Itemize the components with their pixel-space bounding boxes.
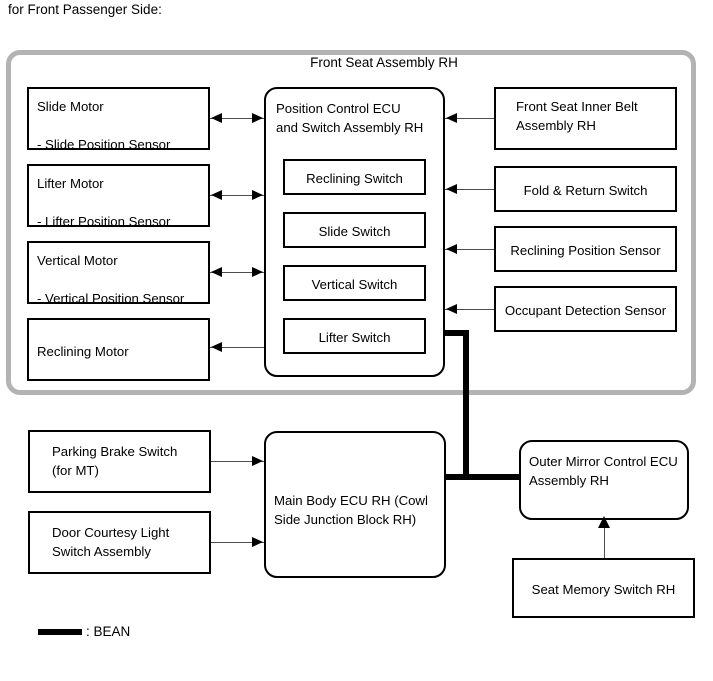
reclining-motor-label: Reclining Motor [37, 344, 129, 359]
front-seat-assembly-group [6, 50, 696, 395]
slide-switch-label: Slide Switch [318, 224, 391, 239]
connector-vertical-motor [210, 272, 264, 273]
arrowhead-reclining-motor-left [211, 342, 222, 352]
arrowhead-slide-motor-left [211, 113, 222, 123]
lifter-switch-label: Lifter Switch [318, 330, 391, 345]
front-seat-inner-belt-assembly-rh-label: Front Seat Inner Belt Assembly RH [516, 99, 638, 133]
seat-memory-switch-box: Seat Memory Switch RH [512, 558, 695, 618]
reclining-switch-box: Reclining Switch [283, 159, 426, 195]
arrowhead-slide-motor-right [252, 113, 263, 123]
slide-motor-label: Slide Motor - Slide Position Sensor [37, 99, 171, 152]
fold-and-return-switch-label: Fold & Return Switch [523, 183, 648, 198]
legend-bean-line [38, 629, 82, 635]
lifter-switch-box: Lifter Switch [283, 318, 426, 354]
slide-switch-box: Slide Switch [283, 212, 426, 248]
arrowhead-lifter-motor-right [252, 190, 263, 200]
reclining-switch-label: Reclining Switch [306, 171, 403, 186]
connector-parking-brake-switch [211, 461, 264, 462]
front-seat-assembly-group-title: Front Seat Assembly RH [280, 55, 488, 70]
reclining-motor-box: Reclining Motor [27, 318, 210, 381]
occupant-detection-sensor-label: Occupant Detection Sensor [504, 303, 667, 318]
parking-brake-switch-label: Parking Brake Switch (for MT) [52, 444, 178, 478]
vertical-motor-label: Vertical Motor - Vertical Position Senso… [37, 253, 185, 306]
bean-bus-trunk [463, 330, 469, 480]
arrowhead-fold-and-return-switch [446, 184, 457, 194]
door-courtesy-light-switch-assembly-label: Door Courtesy Light Switch Assembly [52, 525, 170, 559]
occupant-detection-sensor-box: Occupant Detection Sensor [494, 286, 677, 332]
parking-brake-switch-box: Parking Brake Switch (for MT) [28, 430, 211, 493]
front-seat-inner-belt-assembly-rh-box: Front Seat Inner Belt Assembly RH [494, 87, 677, 150]
arrowhead-seat-memory-switch [598, 516, 610, 528]
vertical-motor-box: Vertical Motor - Vertical Position Senso… [27, 241, 210, 306]
arrowhead-lifter-motor-left [211, 190, 222, 200]
arrowhead-vertical-motor-right [252, 267, 263, 277]
diagram-caption: for Front Passenger Side: [8, 2, 162, 17]
connector-reclining-motor [210, 347, 264, 348]
vertical-switch-label: Vertical Switch [311, 277, 398, 292]
arrowhead-vertical-motor-left [211, 267, 222, 277]
arrowhead-parking-brake-switch [252, 456, 263, 466]
door-courtesy-light-switch-assembly-box: Door Courtesy Light Switch Assembly [28, 511, 211, 574]
connector-slide-motor [210, 118, 264, 119]
legend-bean-label: : BEAN [86, 624, 131, 639]
connector-seat-memory-switch [604, 521, 605, 558]
reclining-position-sensor-label: Reclining Position Sensor [510, 243, 661, 258]
connector-occupant-detection-sensor [445, 309, 494, 310]
lifter-motor-label: Lifter Motor - Lifter Position Sensor [37, 176, 171, 229]
slide-motor-box: Slide Motor - Slide Position Sensor [27, 87, 210, 152]
arrowhead-front-seat-inner-belt [446, 113, 457, 123]
lifter-motor-box: Lifter Motor - Lifter Position Sensor [27, 164, 210, 229]
bean-bus-segment-ecu [443, 330, 469, 336]
arrowhead-reclining-position-sensor [446, 244, 457, 254]
bean-bus-segment-bottom [446, 474, 521, 480]
connector-fold-and-return-switch [445, 189, 494, 190]
reclining-position-sensor-box: Reclining Position Sensor [494, 226, 677, 272]
main-body-ecu-box: Main Body ECU RH (Cowl Side Junction Blo… [264, 431, 446, 578]
fold-and-return-switch-box: Fold & Return Switch [494, 166, 677, 212]
arrowhead-door-courtesy-light-switch [252, 537, 263, 547]
connector-front-seat-inner-belt [445, 118, 494, 119]
outer-mirror-control-ecu-label: Outer Mirror Control ECU Assembly RH [529, 454, 678, 488]
connector-lifter-motor [210, 195, 264, 196]
outer-mirror-control-ecu-box: Outer Mirror Control ECU Assembly RH [519, 440, 689, 520]
vertical-switch-box: Vertical Switch [283, 265, 426, 301]
seat-memory-switch-label: Seat Memory Switch RH [531, 582, 676, 597]
arrowhead-occupant-detection-sensor [446, 304, 457, 314]
connector-door-courtesy-light-switch [211, 542, 264, 543]
position-control-ecu-title: Position Control ECU and Switch Assembly… [276, 101, 424, 135]
main-body-ecu-label: Main Body ECU RH (Cowl Side Junction Blo… [274, 493, 428, 527]
connector-reclining-position-sensor [445, 249, 494, 250]
